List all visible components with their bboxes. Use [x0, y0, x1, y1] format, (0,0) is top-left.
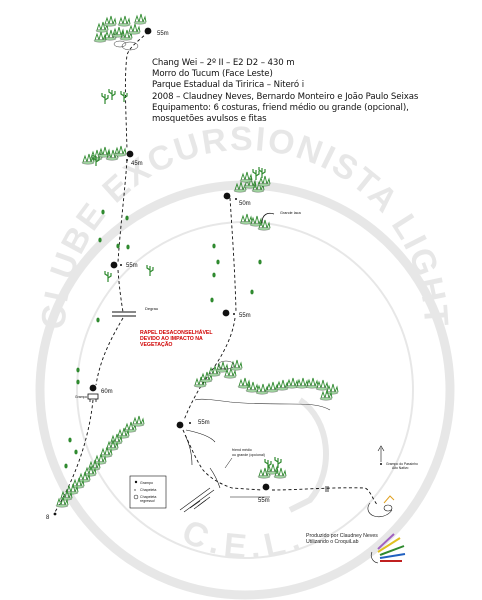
station-5-number: 5 [113, 264, 116, 270]
station-3: 3 55m [222, 309, 251, 319]
grampo-passinho: Grampo do Passinho Alto Nativo [377, 445, 418, 470]
station-3-length: 55m [239, 313, 251, 319]
friend-label-2: ou grande (opcional) [232, 453, 265, 457]
ledge-vegetation [193, 359, 339, 411]
station-8-length: 60m [101, 389, 113, 395]
station-top: 6 55m [144, 27, 169, 37]
station-4-number: 4 [226, 195, 229, 201]
station-7: 7 45m [126, 150, 143, 167]
station-2: 2 55m [176, 420, 216, 466]
station-8: 8 60m Grampo [75, 384, 113, 402]
legend-chapeleta-reg-2: regresso! [140, 499, 155, 503]
friend-label-1: friend médio [232, 448, 252, 452]
station-2-length: 55m [198, 420, 210, 426]
station-3-number: 3 [225, 312, 228, 318]
route-line-upper [54, 31, 149, 513]
station-5-length: 55m [126, 263, 138, 269]
station-8-number: 8 [92, 387, 95, 393]
credit-line-1: Produzido por Claudney Neves [306, 533, 378, 539]
approach-trail [325, 486, 395, 518]
route-info: Chang Wei – 2º II – E2 D2 – 430 m Morro … [152, 58, 472, 125]
legend: Grampo x Chapeleta Chapeleta regresso! [129, 475, 167, 509]
vegetation-s1 [257, 456, 287, 479]
grampo-passinho-label: Grampo do Passinho [386, 462, 418, 466]
station-1-number: 1 [265, 486, 268, 492]
route-park: Parque Estadual da Tiririca – Niteró i [152, 80, 305, 91]
station-1-length: 55m [258, 498, 270, 504]
station-4: 4 50m [223, 192, 251, 207]
station-5: 5 55m [110, 261, 138, 270]
grampo-passinho-label-2: Alto Nativo [392, 466, 409, 470]
legend-chapeleta-reg: Chapeleta [140, 495, 156, 499]
legend-chapeleta: Chapeleta [140, 488, 156, 492]
vegetation-top [93, 13, 147, 105]
route-name: Chang Wei – 2º II – E2 D2 – 430 m [152, 58, 295, 68]
grampo-rapel-label: Grampo [75, 395, 87, 399]
station-top-length: 55m [157, 31, 169, 37]
grande-laca: Grande laca [261, 211, 302, 224]
grande-laca-label: Grande laca [280, 211, 302, 215]
route-equipment: Equipamento: 6 costuras, friend médio ou… [152, 102, 409, 113]
credits: Produzido por Claudney Neves Utilizando … [306, 533, 416, 546]
route-location: Morro do Tucum (Face Leste) [152, 69, 273, 80]
station-2-number: 2 [179, 424, 182, 430]
rappel-warning: RAPEL DESACONSELHÁVEL DEVIDO AO IMPACTO … [140, 330, 213, 349]
friend-crack: friend médio ou grande (opcional) [209, 448, 265, 489]
legend-chapeleta-mark: x [134, 487, 136, 492]
base-rock [179, 487, 215, 513]
degrau-step: Degrau [112, 306, 158, 317]
credit-line-2: Utilizando o CroquiLab [306, 539, 359, 546]
route-line-lower [182, 197, 379, 507]
station-4-length: 50m [239, 201, 251, 207]
station-7-length: 45m [131, 161, 143, 167]
start-point: 8 [46, 512, 57, 521]
station-top-number: 6 [147, 30, 150, 36]
start-number: 8 [46, 515, 50, 521]
station-7-number: 7 [129, 153, 132, 159]
route-first-ascent: 2008 – Claudney Neves, Bernardo Monteiro… [152, 91, 419, 102]
route-equipment-2: mosquetões avulsos e fitas [152, 114, 267, 125]
watermark-bottom-text: C.E.L. [176, 513, 304, 567]
station-1: 1 55m [230, 483, 270, 504]
croquilab-logo [370, 533, 406, 564]
legend-grampo: Grampo [140, 481, 153, 485]
degrau-label: Degrau [145, 306, 158, 311]
svg-text:C.E.L.: C.E.L. [176, 513, 310, 567]
